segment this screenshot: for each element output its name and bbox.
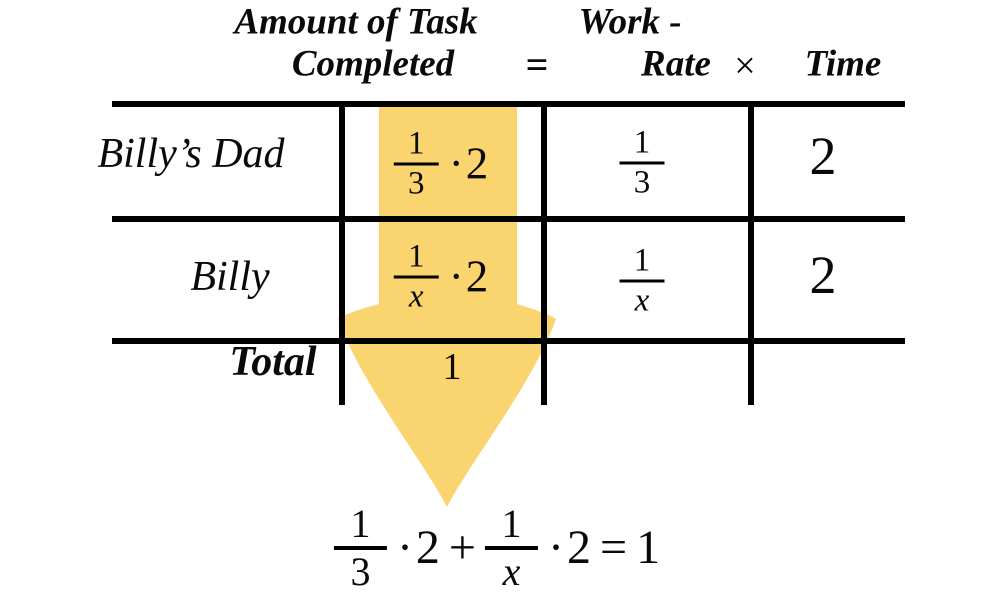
factor-two: 2 xyxy=(465,251,489,302)
header-equals-sign: = xyxy=(525,42,549,87)
fraction-denominator: 3 xyxy=(633,164,651,201)
multiply-dot: · xyxy=(448,251,464,302)
row-total-label: Total xyxy=(229,339,317,385)
fraction-bar xyxy=(333,546,387,550)
factor-two: 2 xyxy=(566,521,591,574)
table-line-col1 xyxy=(339,101,345,405)
fraction-denominator: x xyxy=(408,278,424,315)
header-work-line2-rate: Rate xyxy=(641,43,711,85)
table-line-mid1 xyxy=(112,216,905,222)
row-billys-dad-rate: 1 3 xyxy=(619,124,665,202)
factor-two: 2 xyxy=(465,138,489,189)
fraction-denominator: 3 xyxy=(350,549,371,594)
work-rate-equation: 1 3 · 2 + 1 x · 2 = 1 xyxy=(333,501,661,594)
table-line-col3 xyxy=(748,101,754,405)
term-dot-two: · 2 xyxy=(547,524,591,572)
equation-row: 1 3 · 2 + 1 x · 2 = 1 xyxy=(333,501,661,594)
row-billy-label: Billy xyxy=(190,254,270,300)
fraction-bar xyxy=(485,546,538,550)
factor-two: 2 xyxy=(415,521,440,574)
fraction-denominator: x xyxy=(634,282,650,319)
fraction-numerator: 1 xyxy=(501,501,522,546)
expression-one-over-x-times-two: 1 x · 2 xyxy=(393,238,489,316)
fraction-one-over-x: 1 x xyxy=(485,502,538,594)
fraction-numerator: 1 xyxy=(633,124,651,161)
fraction-one-third: 1 3 xyxy=(333,501,387,594)
equals-sign: = xyxy=(599,521,628,574)
header-amount-line2: Completed xyxy=(291,43,455,85)
row-total-amount: 1 xyxy=(442,346,462,388)
fraction-one-over-x: 1 x xyxy=(619,242,665,320)
table-line-col2 xyxy=(541,101,547,405)
fraction-bar xyxy=(619,279,665,283)
plus-sign: + xyxy=(448,521,476,574)
row-billys-dad-time: 2 xyxy=(809,126,837,186)
fraction-numerator: 1 xyxy=(350,501,371,546)
row-billy-time: 2 xyxy=(809,245,837,305)
term-dot-two: · 2 xyxy=(396,524,440,572)
header-work-line1: Work - xyxy=(578,1,682,43)
row-billy-amount: 1 x · 2 xyxy=(393,238,489,316)
table-line-top xyxy=(112,101,905,107)
equation-result: 1 xyxy=(636,521,661,574)
header-amount-line1: Amount of Task xyxy=(234,1,478,43)
fraction-numerator: 1 xyxy=(633,242,651,279)
fraction-one-third: 1 3 xyxy=(619,124,665,202)
row-billys-dad-label: Billy’s Dad xyxy=(97,131,285,177)
multiply-dot: · xyxy=(548,521,564,574)
fraction-one-third: 1 3 xyxy=(393,125,439,203)
fraction-numerator: 1 xyxy=(408,238,425,275)
multiply-dot: · xyxy=(396,521,413,574)
fraction-one-over-x: 1 x xyxy=(393,238,439,316)
row-billys-dad-amount: 1 3 · 2 xyxy=(393,125,489,203)
fraction-denominator: 3 xyxy=(408,165,425,202)
expression-one-third-times-two: 1 3 · 2 xyxy=(393,125,489,203)
row-billy-rate: 1 x xyxy=(619,242,665,320)
fraction-denominator: x xyxy=(502,549,521,594)
fraction-bar xyxy=(619,161,665,165)
multiply-dot: · xyxy=(448,138,464,189)
fraction-numerator: 1 xyxy=(408,125,425,162)
header-times-sign: × xyxy=(734,45,756,87)
header-time-label: Time xyxy=(804,43,882,85)
